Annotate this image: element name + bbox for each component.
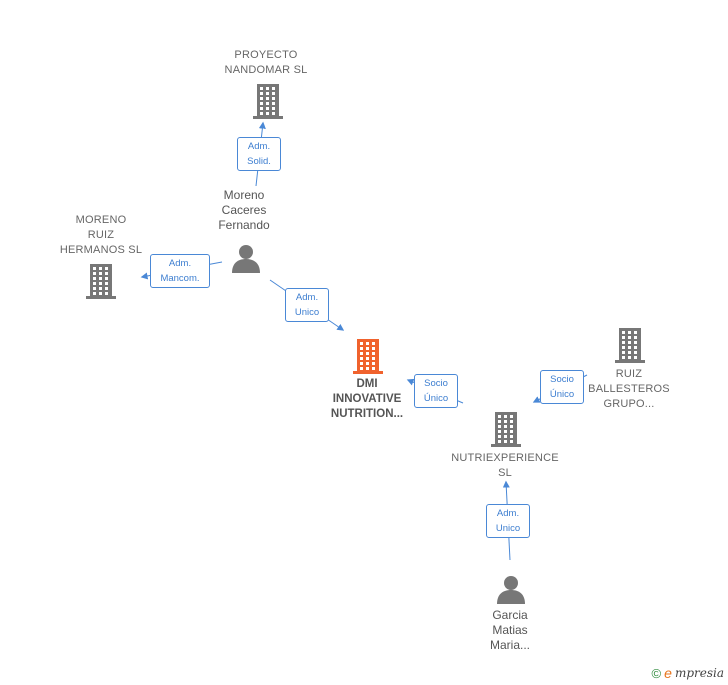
node-label-moreno-caceres[interactable]: Moreno Caceres Fernando xyxy=(218,188,270,232)
node-label-garcia[interactable]: Garcia Matias Maria... xyxy=(489,608,530,652)
person-icon-garcia[interactable] xyxy=(496,574,526,609)
edge-label-socio-unico-dmi[interactable]: Socio Único xyxy=(414,374,458,408)
building-icon-nutriexperience[interactable] xyxy=(489,411,523,452)
node-label-ruiz-ballesteros[interactable]: RUIZ BALLESTEROS GRUPO... xyxy=(588,368,670,410)
edge-label-adm-mancom[interactable]: Adm. Mancom. xyxy=(150,254,210,288)
node-label-proyecto[interactable]: PROYECTO NANDOMAR SL xyxy=(224,49,308,76)
building-icon-moreno-ruiz[interactable] xyxy=(84,263,118,304)
edge-label-adm-solid[interactable]: Adm. Solid. xyxy=(237,137,281,171)
node-label-dmi[interactable]: DMI INNOVATIVE NUTRITION... xyxy=(330,378,404,420)
brand-logo-text: mpresia xyxy=(674,666,724,680)
building-icon-ruiz-ballesteros[interactable] xyxy=(613,327,647,368)
building-icon-proyecto[interactable] xyxy=(251,83,285,124)
edge-label-adm-unico-nutri[interactable]: Adm. Unico xyxy=(486,504,530,538)
brand-logo-initial: e xyxy=(664,665,672,681)
edge-label-adm-unico-dmi[interactable]: Adm. Unico xyxy=(285,288,329,322)
node-label-nutriexperience[interactable]: NUTRIEXPERIENCE SL xyxy=(451,452,559,479)
building-icon-dmi[interactable] xyxy=(351,338,385,379)
node-label-moreno-ruiz[interactable]: MORENO RUIZ HERMANOS SL xyxy=(59,214,143,256)
copyright-icon: © xyxy=(651,665,662,681)
edge-label-socio-unico-nutri[interactable]: Socio Único xyxy=(540,370,584,404)
person-icon-moreno-caceres[interactable] xyxy=(231,243,261,278)
